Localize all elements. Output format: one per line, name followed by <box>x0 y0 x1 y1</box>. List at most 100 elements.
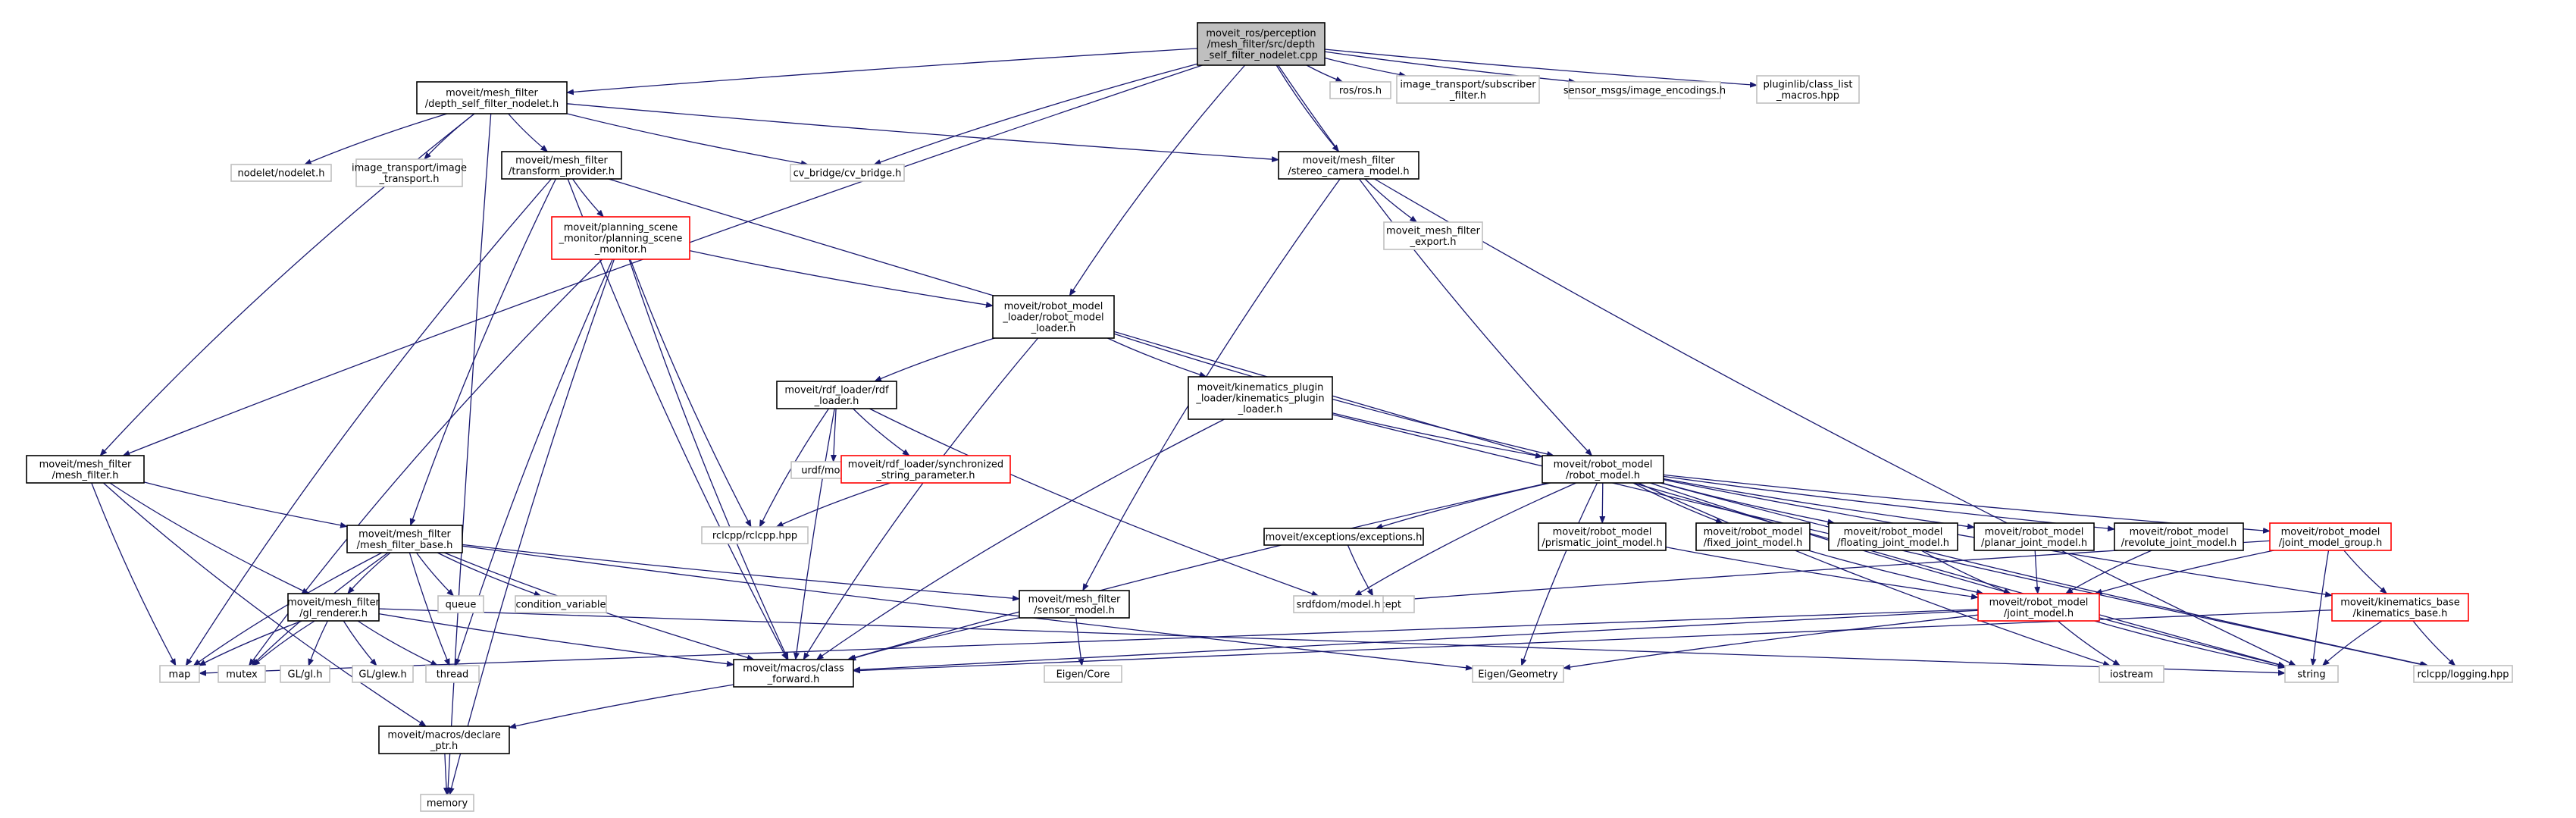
node-glh: GL/gl.h <box>280 665 330 683</box>
node-glr[interactable]: moveit/mesh_filter/gl_renderer.h <box>287 593 380 622</box>
node-ssp[interactable]: moveit/rdf_loader/synchronized_string_pa… <box>840 455 1011 484</box>
node-dsfn[interactable]: moveit/mesh_filter/depth_self_filter_nod… <box>416 81 568 114</box>
edge-rdfl-to-urdf <box>830 408 837 462</box>
node-flj[interactable]: moveit/robot_model/floating_joint_model.… <box>1828 522 1958 551</box>
edge-glr-to-glew <box>343 620 377 666</box>
node-label-line: /mesh_filter.h <box>52 470 119 481</box>
node-box <box>355 158 463 187</box>
edge-rm-to-plj <box>1663 478 1975 530</box>
node-cf[interactable]: moveit/macros/class_forward.h <box>733 659 854 688</box>
node-box <box>1538 522 1667 551</box>
node-box <box>1293 595 1384 613</box>
node-layer: moveit_ros/perception/mesh_filter/src/de… <box>26 22 2513 812</box>
node-label-line: sensor_msgs/image_encodings.h <box>1563 86 1726 97</box>
node-label-line: memory <box>427 798 468 810</box>
node-label-line: moveit/macros/class <box>743 663 844 674</box>
node-tp[interactable]: moveit/mesh_filter/transform_provider.h <box>501 151 622 180</box>
node-box <box>346 525 463 553</box>
node-box <box>159 665 200 683</box>
edge-exc-to-stdexc <box>1347 544 1374 597</box>
node-eigc: Eigen/Core <box>1044 665 1122 683</box>
edge-scm-to-mfe <box>1364 178 1418 223</box>
node-label-line: moveit/robot_model <box>1553 526 1652 537</box>
edge-mfb-to-thread <box>408 552 450 666</box>
node-box <box>2284 665 2339 683</box>
node-fjm[interactable]: moveit/robot_model/fixed_joint_model.h <box>1695 522 1811 551</box>
edge-rm-to-fjm <box>1632 482 1723 524</box>
edge-jm-to-iostream <box>2057 620 2121 666</box>
node-label-line: nodelet/nodelet.h <box>237 168 324 180</box>
edge-mf-to-dp <box>102 482 427 727</box>
node-box <box>2413 665 2513 683</box>
node-kpl[interactable]: moveit/kinematics_plugin_loader/kinemati… <box>1188 376 1333 420</box>
node-rosh: ros/ros.h <box>1329 81 1391 99</box>
edge-psm-to-cf <box>628 259 789 660</box>
node-label-line: iostream <box>2110 669 2153 681</box>
node-root[interactable]: moveit_ros/perception/mesh_filter/src/de… <box>1197 22 1326 66</box>
node-label-line: rclcpp/rclcpp.hpp <box>712 531 797 542</box>
edge-mfb-to-queue <box>415 552 455 597</box>
node-label-line: image_transport/image <box>352 162 467 174</box>
node-box <box>1396 75 1540 104</box>
node-mfe: moveit_mesh_filter_export.h <box>1383 221 1483 250</box>
node-box <box>1977 593 2100 622</box>
node-label-line: /stereo_camera_model.h <box>1288 166 1409 177</box>
edge-jm-to-map <box>199 609 1979 676</box>
node-rml[interactable]: moveit/robot_model_loader/robot_model_lo… <box>992 295 1115 339</box>
edge-rm-to-string <box>1650 482 2286 668</box>
node-box <box>26 455 145 484</box>
node-rvj[interactable]: moveit/robot_model/revolute_joint_model.… <box>2114 522 2244 551</box>
node-label-line: moveit/robot_model <box>1844 526 1943 537</box>
edge-jmg-to-jm <box>2094 550 2274 595</box>
node-label-line: _monitor.h <box>594 244 647 255</box>
node-label-line: /mesh_filter_base.h <box>357 540 453 551</box>
node-label-line: _string_parameter.h <box>875 470 975 481</box>
node-rdfl[interactable]: moveit/rdf_loader/rdf_loader.h <box>776 381 897 409</box>
node-rm[interactable]: moveit/robot_model/robot_model.h <box>1542 455 1664 484</box>
edge-mfb-to-condv <box>437 552 542 597</box>
node-label-line: map <box>169 669 191 681</box>
node-glew: GL/glew.h <box>352 665 414 683</box>
edge-rm-to-srdf <box>1354 482 1576 597</box>
edge-glr-to-mutex <box>252 620 315 666</box>
node-box <box>2269 522 2392 551</box>
edge-jmg-to-string <box>2310 550 2330 666</box>
node-jm[interactable]: moveit/robot_model/joint_model.h <box>1977 593 2100 622</box>
node-queue: queue <box>437 595 484 613</box>
edge-kpl-to-rm <box>1332 412 1543 459</box>
node-label-line: moveit/robot_model <box>1004 301 1103 312</box>
node-pjm[interactable]: moveit/robot_model/prismatic_joint_model… <box>1538 522 1667 551</box>
node-mfb[interactable]: moveit/mesh_filter/mesh_filter_base.h <box>346 525 463 553</box>
edge-mfb-to-map <box>192 552 383 666</box>
node-label-line: /joint_model.h <box>2004 608 2074 619</box>
node-label-line: Eigen/Geometry <box>1478 669 1558 681</box>
node-label-line: cv_bridge/cv_bridge.h <box>793 168 902 180</box>
node-kb[interactable]: moveit/kinematics_base/kinematics_base.h <box>2331 593 2469 622</box>
node-plj[interactable]: moveit/robot_model/planar_joint_model.h <box>1973 522 2095 551</box>
node-box <box>1542 455 1664 484</box>
node-srdf: srdfdom/model.h <box>1293 595 1384 613</box>
node-scm[interactable]: moveit/mesh_filter/stereo_camera_model.h <box>1278 151 1419 180</box>
node-psm[interactable]: moveit/planning_scene_monitor/planning_s… <box>551 216 690 260</box>
edge-rm-to-exc <box>1375 482 1551 530</box>
node-label-line: _ptr.h <box>430 741 458 752</box>
node-box <box>776 381 897 409</box>
node-box <box>352 665 414 683</box>
node-label-line: _loader/robot_model <box>1002 312 1103 324</box>
node-dp[interactable]: moveit/macros/declare_ptr.h <box>378 726 510 754</box>
node-mf[interactable]: moveit/mesh_filter/mesh_filter.h <box>26 455 145 484</box>
node-exc[interactable]: moveit/exceptions/exceptions.h <box>1263 528 1424 546</box>
edge-root-to-rosh <box>1306 64 1344 83</box>
node-label-line: Eigen/Core <box>1056 669 1110 681</box>
node-label-line: _macros.hpp <box>1776 90 1839 102</box>
node-jmg[interactable]: moveit/robot_model/joint_model_group.h <box>2269 522 2392 551</box>
node-label-line: moveit/mesh_filter <box>287 597 380 608</box>
edge-rm-to-pjm <box>1599 482 1606 524</box>
edge-mf-to-glr <box>109 482 310 594</box>
node-label-line: ros/ros.h <box>1339 86 1382 97</box>
node-box <box>1828 522 1958 551</box>
node-box <box>218 665 266 683</box>
node-box <box>790 164 905 182</box>
node-sm[interactable]: moveit/mesh_filter/sensor_model.h <box>1019 590 1130 619</box>
